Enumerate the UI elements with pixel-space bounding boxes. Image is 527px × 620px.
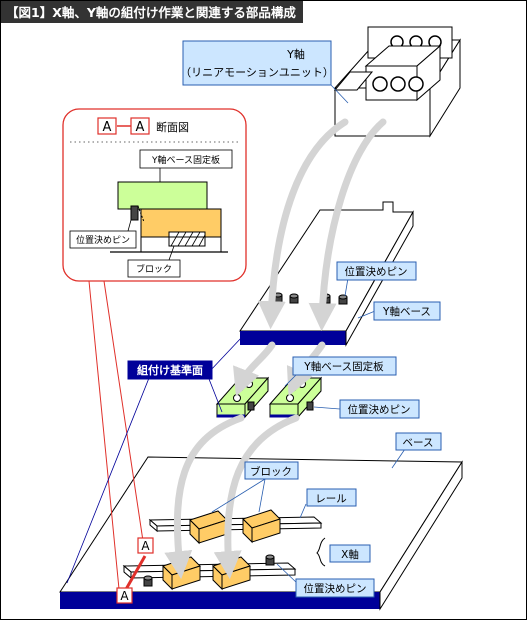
section-lead-lines [88,280,144,590]
callout-y-base-text: Y軸ベース [382,305,431,318]
section-mark-a-right: A [136,120,145,135]
callout-pin-top [336,261,417,281]
section-cut-line [123,555,147,592]
title-bar [1,1,303,23]
section-heading: 断面図 [156,120,189,134]
section-mark-lower-box [116,587,133,604]
y-axis-unit-label [182,40,332,86]
section-mark-a-left: A [103,120,112,135]
callout-base-text: ベース [403,437,434,449]
y-axis-unit-leader [330,84,349,104]
section-label-block: ブロック [136,263,172,275]
callout-assembly-reference-text: 組付け基準面 [137,363,203,377]
y-axis-unit-label-line2: （リニアモーションユニット） [180,66,334,79]
callout-pin-top-text: 位置決めピン [345,265,408,278]
callout-x-axis-text: X軸 [341,548,359,561]
callout-rail [306,488,357,507]
section-label-base-plate: Y軸ベース固定板 [151,154,220,166]
callout-y-base-plate [292,356,397,376]
y-axis-unit-label-line1: Y軸 [286,47,305,61]
section-view-panel: A A 断面図 Y軸ベース固定板 位置決めピン [62,108,247,282]
callout-rail-text: レール [315,493,347,505]
section-mark-upper-box [137,537,154,554]
callout-y-base-plate-text: Y軸ベース固定板 [303,360,384,373]
callout-pin-mid-text: 位置決めピン [348,403,411,416]
callout-x-axis [329,544,371,563]
section-mark-upper: A [141,539,150,553]
base-pin-left [143,575,153,587]
callout-y-base [373,301,441,321]
section-label-pin: 位置決めピン [76,234,130,246]
plate-pins [247,401,314,411]
callout-assembly-reference [127,360,213,380]
x-axis-bracket [316,537,326,567]
assembly-arrows [164,118,387,580]
base-pin-right [265,554,275,566]
callout-block [244,461,299,480]
callout-pin-mid [339,399,420,419]
section-mark-lower: A [120,589,129,603]
callout-pin-bottom [295,578,375,598]
block-back-left [189,510,228,545]
block-back-right [242,509,281,544]
figure-title: 【図1】X軸、Y軸の組付け作業と関連する部品構成 [6,5,296,20]
callout-pin-bottom-text: 位置決めピン [304,582,367,595]
y-axis-unit [333,26,461,138]
callout-block-text: ブロック [250,465,292,478]
callout-base [395,432,442,451]
